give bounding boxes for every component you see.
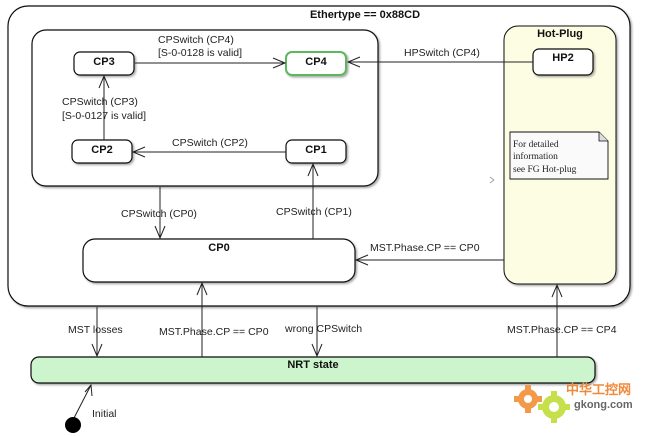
state-cp4[interactable]: CP4 (285, 51, 347, 76)
state-cp4-label: CP4 (305, 56, 327, 68)
note-line-1: For detailed (513, 140, 559, 150)
arrowhead-icon (346, 56, 361, 68)
label-nrt-hotplug: MST.Phase.CP == CP4 (507, 324, 617, 336)
cursor-icon (489, 176, 495, 184)
watermark: 中华工控网 gkong.com (514, 382, 633, 423)
label-cp0-cp1: CPSwitch (CP1) (276, 206, 352, 218)
label-cp3-cp4-line2: [S-0-0128 is valid] (158, 47, 242, 59)
ethertype-label: Ethertype == 0x88CD (310, 9, 420, 21)
label-cp2-cp3-line2: [S-0-0127 is valid] (62, 110, 146, 122)
gear-green-icon (538, 391, 570, 423)
state-hp2[interactable]: HP2 (532, 48, 594, 76)
label-wrong-cpswitch: wrong CPSwitch (284, 323, 362, 335)
state-cp2-label: CP2 (91, 144, 112, 156)
note-line-3: see FG Hot-plug (513, 165, 577, 175)
initial-node-icon[interactable] (65, 417, 81, 433)
hotplug-label: Hot-Plug (537, 28, 583, 40)
state-cp0[interactable]: CP0 (82, 238, 356, 283)
arrowhead-icon (91, 343, 103, 358)
arrowhead-icon (98, 74, 110, 89)
arrowhead-icon (196, 281, 208, 296)
note-hotplug: For detailed information see FG Hot-plug (509, 131, 609, 180)
state-cp0-label: CP0 (208, 242, 229, 254)
watermark-cn: 中华工控网 (566, 382, 631, 397)
state-cp1[interactable]: CP1 (285, 139, 347, 164)
label-nrt-cp0: MST.Phase.CP == CP0 (159, 326, 269, 338)
transition-initial[interactable] (73, 384, 92, 419)
label-cp1-cp2: CPSwitch (CP2) (172, 137, 248, 149)
arrowhead-icon (307, 162, 319, 177)
arrowhead-icon (354, 254, 369, 266)
watermark-site: gkong.com (574, 399, 633, 411)
state-cp1-label: CP1 (305, 144, 326, 156)
label-initial: Initial (92, 408, 117, 420)
state-cp3-label: CP3 (93, 56, 114, 68)
label-hp2-cp4: HPSwitch (CP4) (404, 47, 480, 59)
state-nrt-label: NRT state (287, 359, 338, 371)
arrowhead-icon (154, 225, 166, 240)
state-cp2[interactable]: CP2 (71, 139, 133, 164)
label-cp3-cp4-line1: CPSwitch (CP4) (158, 34, 234, 46)
label-inner-cp0: CPSwitch (CP0) (121, 208, 197, 220)
gear-orange-icon (514, 385, 542, 413)
label-cp2-cp3-line1: CPSwitch (CP3) (62, 96, 138, 108)
state-hp2-label: HP2 (552, 52, 573, 64)
arrowhead-icon (311, 343, 323, 358)
label-hotplug-cp0: MST.Phase.CP == CP0 (370, 242, 480, 254)
arrowhead-icon (272, 57, 287, 69)
arrowhead-icon (551, 283, 563, 298)
note-line-2: information (513, 151, 558, 162)
arrowhead-icon (131, 146, 146, 158)
state-nrt[interactable]: NRT state (30, 356, 596, 384)
arrowhead-icon (84, 383, 93, 397)
state-cp3[interactable]: CP3 (73, 51, 135, 76)
label-mst-losses: MST losses (68, 324, 123, 336)
